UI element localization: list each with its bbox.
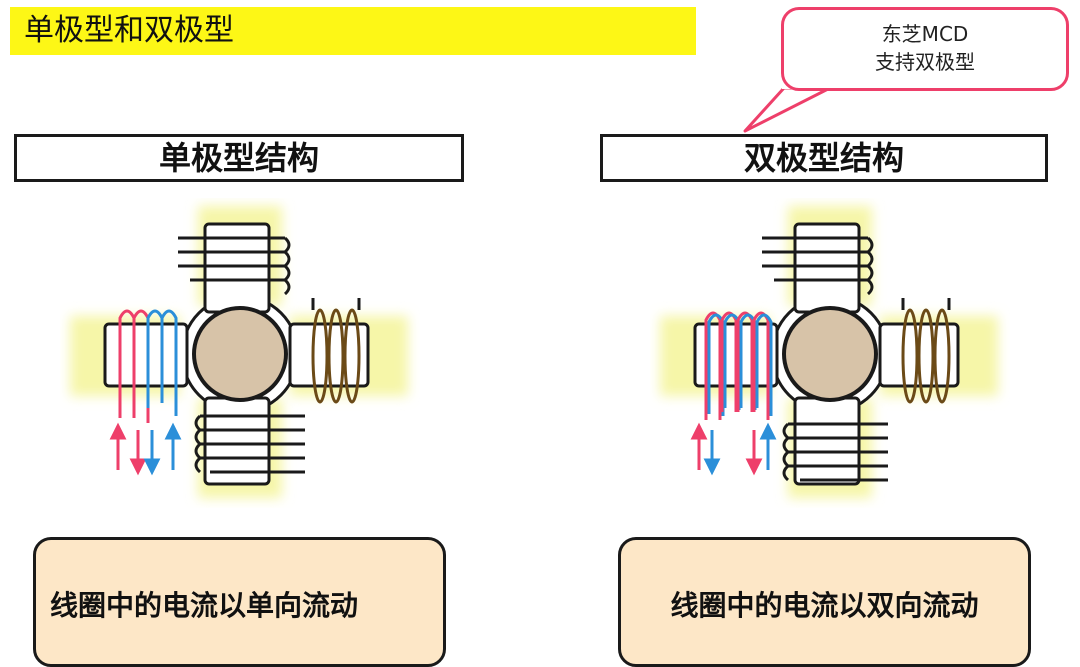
unipolar-motor-diagram — [70, 206, 408, 498]
bipolar-motor-diagram — [660, 206, 998, 498]
coil-top — [762, 236, 874, 296]
bipolar-description: 线圈中的电流以双向流动 — [670, 589, 979, 622]
page-title: 单极型和双极型 — [10, 7, 696, 55]
rotor — [192, 306, 288, 402]
pole-bottom — [793, 396, 861, 486]
pole-left — [103, 322, 189, 388]
current-arrow-up-blue — [759, 422, 777, 470]
unipolar-description-box: 线圈中的电流以单向流动 — [33, 537, 446, 667]
callout-pointer — [743, 84, 834, 133]
coil-bottom — [194, 414, 305, 474]
unipolar-heading: 单极型结构 — [14, 134, 464, 182]
current-arrow-up-blue — [164, 422, 182, 470]
bipolar-description-box: 线圈中的电流以双向流动 — [618, 537, 1031, 667]
current-arrow-down-red — [745, 430, 763, 476]
current-arrow-down-red — [129, 430, 147, 476]
coil-right — [901, 298, 951, 404]
coil-bottom — [782, 422, 888, 482]
current-arrow-down-blue — [703, 430, 721, 476]
coil-left-blue — [146, 309, 178, 416]
current-arrow-up-red — [109, 422, 127, 470]
current-arrow-down-blue — [143, 430, 161, 476]
callout-line-support: 支持双极型 — [875, 50, 975, 74]
callout-bubble: 东芝MCD 支持双极型 — [781, 7, 1069, 91]
current-arrow-up-red — [690, 422, 708, 470]
callout-line-brand: 东芝MCD — [881, 22, 969, 46]
unipolar-description: 线圈中的电流以单向流动 — [50, 589, 359, 622]
coil-right — [311, 298, 361, 404]
coil-top — [178, 236, 291, 296]
coil-left-bifilar — [704, 311, 773, 420]
bipolar-heading: 双极型结构 — [600, 134, 1048, 182]
rotor — [782, 306, 878, 402]
